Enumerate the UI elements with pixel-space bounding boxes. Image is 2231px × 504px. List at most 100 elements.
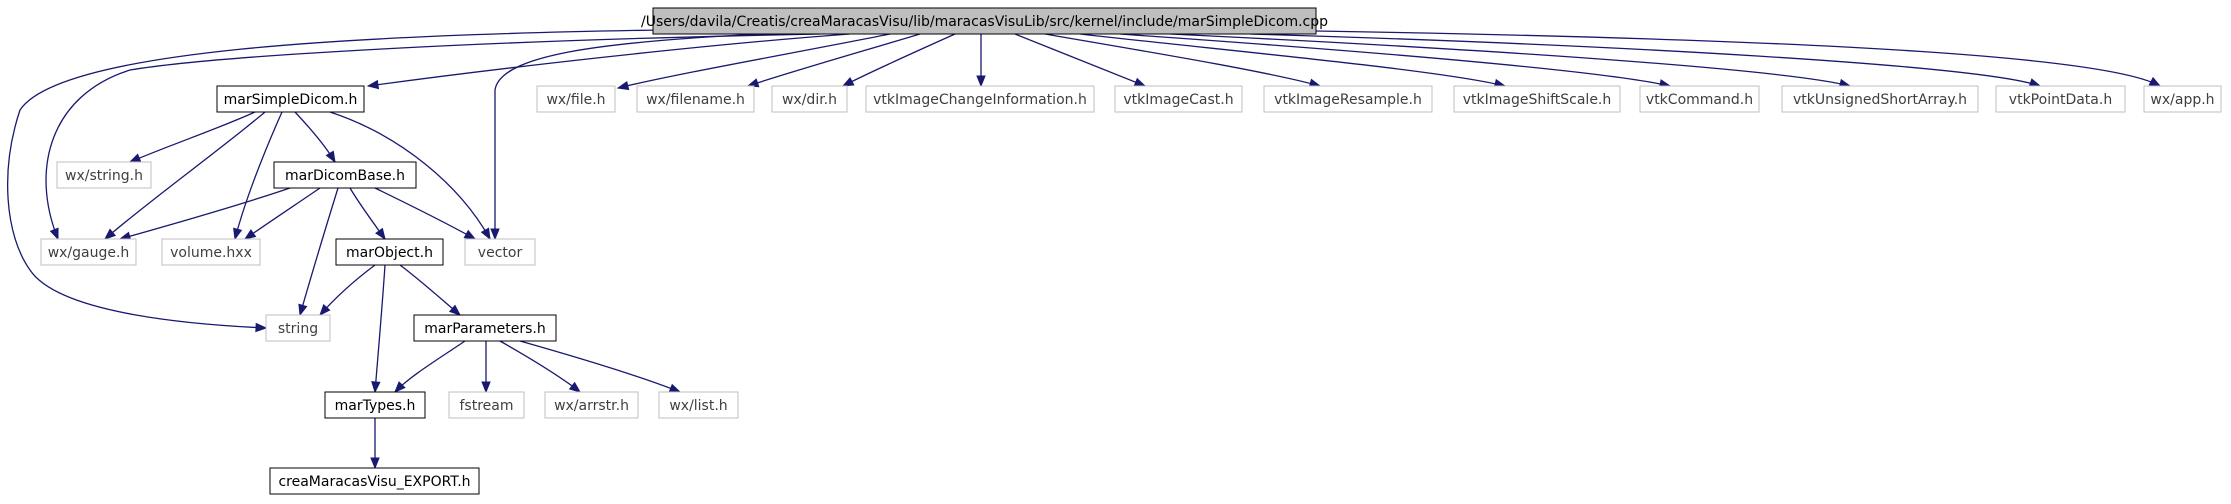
arrowhead <box>103 228 117 240</box>
node-vtkimagecast-h[interactable]: vtkImageCast.h <box>1114 85 1243 113</box>
node-vtkimagechangeinformation-h[interactable]: vtkImageChangeInformation.h <box>865 85 1095 113</box>
node-wx-file-h[interactable]: wx/file.h <box>536 85 616 113</box>
arrowhead <box>568 381 582 393</box>
edge-line <box>244 187 321 240</box>
node-wx-gauge-h[interactable]: wx/gauge.h <box>40 238 137 266</box>
node-vector[interactable]: vector <box>464 238 536 266</box>
node-box[interactable] <box>636 85 755 113</box>
node-box[interactable] <box>658 391 739 419</box>
node-box[interactable] <box>335 238 444 266</box>
node-box[interactable] <box>1263 85 1433 113</box>
node-label: wx/file.h <box>546 92 605 108</box>
node-label: volume.hxx <box>170 245 252 261</box>
edge-martypes-h-to-creamaracasvisu-export-h <box>370 418 380 470</box>
node-creamaracasvisu-export-h[interactable]: creaMaracasVisu_EXPORT.h <box>269 467 480 495</box>
edge-layer <box>7 29 2162 470</box>
node-box[interactable] <box>265 314 331 342</box>
node-vtkunsignedshortarray-h[interactable]: vtkUnsignedShortArray.h <box>1781 85 1979 113</box>
node-box[interactable] <box>269 467 480 495</box>
node-box[interactable] <box>771 85 848 113</box>
node-box[interactable] <box>544 391 639 419</box>
edge-line <box>617 33 891 89</box>
node-box[interactable] <box>413 314 557 342</box>
edge-line <box>367 33 851 87</box>
arrowhead <box>370 457 380 470</box>
edge-line <box>7 29 661 329</box>
node-label: wx/filename.h <box>646 92 745 108</box>
edge-line <box>1044 33 1321 87</box>
arrowhead <box>49 227 59 241</box>
edge-line <box>1119 33 1671 87</box>
node-vtkimageresample-h[interactable]: vtkImageResample.h <box>1263 85 1433 113</box>
node-wx-filename-h[interactable]: wx/filename.h <box>636 85 755 113</box>
node-label: wx/app.h <box>2150 92 2214 108</box>
node-wx-string-h[interactable]: wx/string.h <box>56 161 152 189</box>
node-box[interactable] <box>56 161 152 189</box>
node-box[interactable] <box>1995 85 2126 113</box>
arrowhead <box>375 227 386 241</box>
arrowhead <box>2148 76 2162 87</box>
node-box[interactable] <box>536 85 616 113</box>
arrowhead <box>371 381 381 394</box>
node-marparameters-h[interactable]: marParameters.h <box>413 314 557 342</box>
edge-line <box>499 340 581 393</box>
node-root[interactable]: /Users/davila/Creatis/creaMaracasVisu/li… <box>641 7 1328 35</box>
node-label: marParameters.h <box>424 321 545 337</box>
node-vtkimageshiftscale-h[interactable]: vtkImageShiftScale.h <box>1453 85 1621 113</box>
node-box[interactable] <box>865 85 1095 113</box>
edge-root-to-vtkpointdata-h <box>1249 33 2042 88</box>
edge-root-to-wx-app-h <box>1315 30 2162 87</box>
node-marobject-h[interactable]: marObject.h <box>335 238 444 266</box>
node-wx-app-h[interactable]: wx/app.h <box>2143 85 2222 113</box>
node-wx-dir-h[interactable]: wx/dir.h <box>771 85 848 113</box>
node-wx-list-h[interactable]: wx/list.h <box>658 391 739 419</box>
arrowhead <box>463 229 477 240</box>
edge-root-to-wx-dir-h <box>841 33 956 87</box>
node-label: string <box>278 321 318 337</box>
node-volume-hxx[interactable]: volume.hxx <box>161 238 261 266</box>
node-label: vtkImageResample.h <box>1274 92 1422 108</box>
node-martypes-h[interactable]: marTypes.h <box>324 391 426 419</box>
node-vtkcommand-h[interactable]: vtkCommand.h <box>1639 85 1760 113</box>
node-box[interactable] <box>1781 85 1979 113</box>
node-wx-arrstr-h[interactable]: wx/arrstr.h <box>544 391 639 419</box>
edge-line <box>1014 33 1146 87</box>
node-box[interactable] <box>464 238 536 266</box>
edge-root-to-vtkimagecast-h <box>1014 33 1147 87</box>
edge-root-to-vector <box>490 33 761 241</box>
node-box[interactable] <box>1453 85 1621 113</box>
edge-line <box>329 111 491 240</box>
edge-mardicombase-h-to-marobject-h <box>349 187 386 241</box>
node-box[interactable] <box>40 238 137 266</box>
node-box[interactable] <box>1639 85 1760 113</box>
node-label: marSimpleDicom.h <box>224 92 358 108</box>
node-label: vtkUnsignedShortArray.h <box>1793 92 1967 108</box>
node-marsimpledicom-h[interactable]: marSimpleDicom.h <box>216 85 365 113</box>
node-label: fstream <box>460 398 514 414</box>
edge-line <box>494 33 761 239</box>
node-mardicombase-h[interactable]: marDicomBase.h <box>273 161 417 189</box>
edge-line <box>319 264 376 316</box>
arrowhead <box>1133 77 1147 87</box>
arrowhead <box>298 303 308 317</box>
node-fstream[interactable]: fstream <box>448 391 525 419</box>
node-vtkpointdata-h[interactable]: vtkPointData.h <box>1995 85 2126 113</box>
node-box[interactable] <box>216 85 365 113</box>
node-box[interactable] <box>448 391 525 419</box>
edge-line <box>119 187 291 240</box>
arrowhead <box>394 381 406 393</box>
node-label: wx/list.h <box>669 398 727 414</box>
node-box[interactable] <box>324 391 426 419</box>
node-layer: /Users/davila/Creatis/creaMaracasVisu/li… <box>40 7 2222 495</box>
node-box[interactable] <box>2143 85 2222 113</box>
edge-line <box>1079 33 1506 87</box>
node-box[interactable] <box>161 238 261 266</box>
node-label: wx/gauge.h <box>48 245 130 261</box>
node-string[interactable]: string <box>265 314 331 342</box>
node-box[interactable] <box>273 161 417 189</box>
edge-line <box>1315 30 2161 87</box>
arrowhead <box>325 150 336 164</box>
arrowhead <box>480 227 491 241</box>
node-box[interactable] <box>1114 85 1243 113</box>
node-box[interactable] <box>652 7 1317 35</box>
